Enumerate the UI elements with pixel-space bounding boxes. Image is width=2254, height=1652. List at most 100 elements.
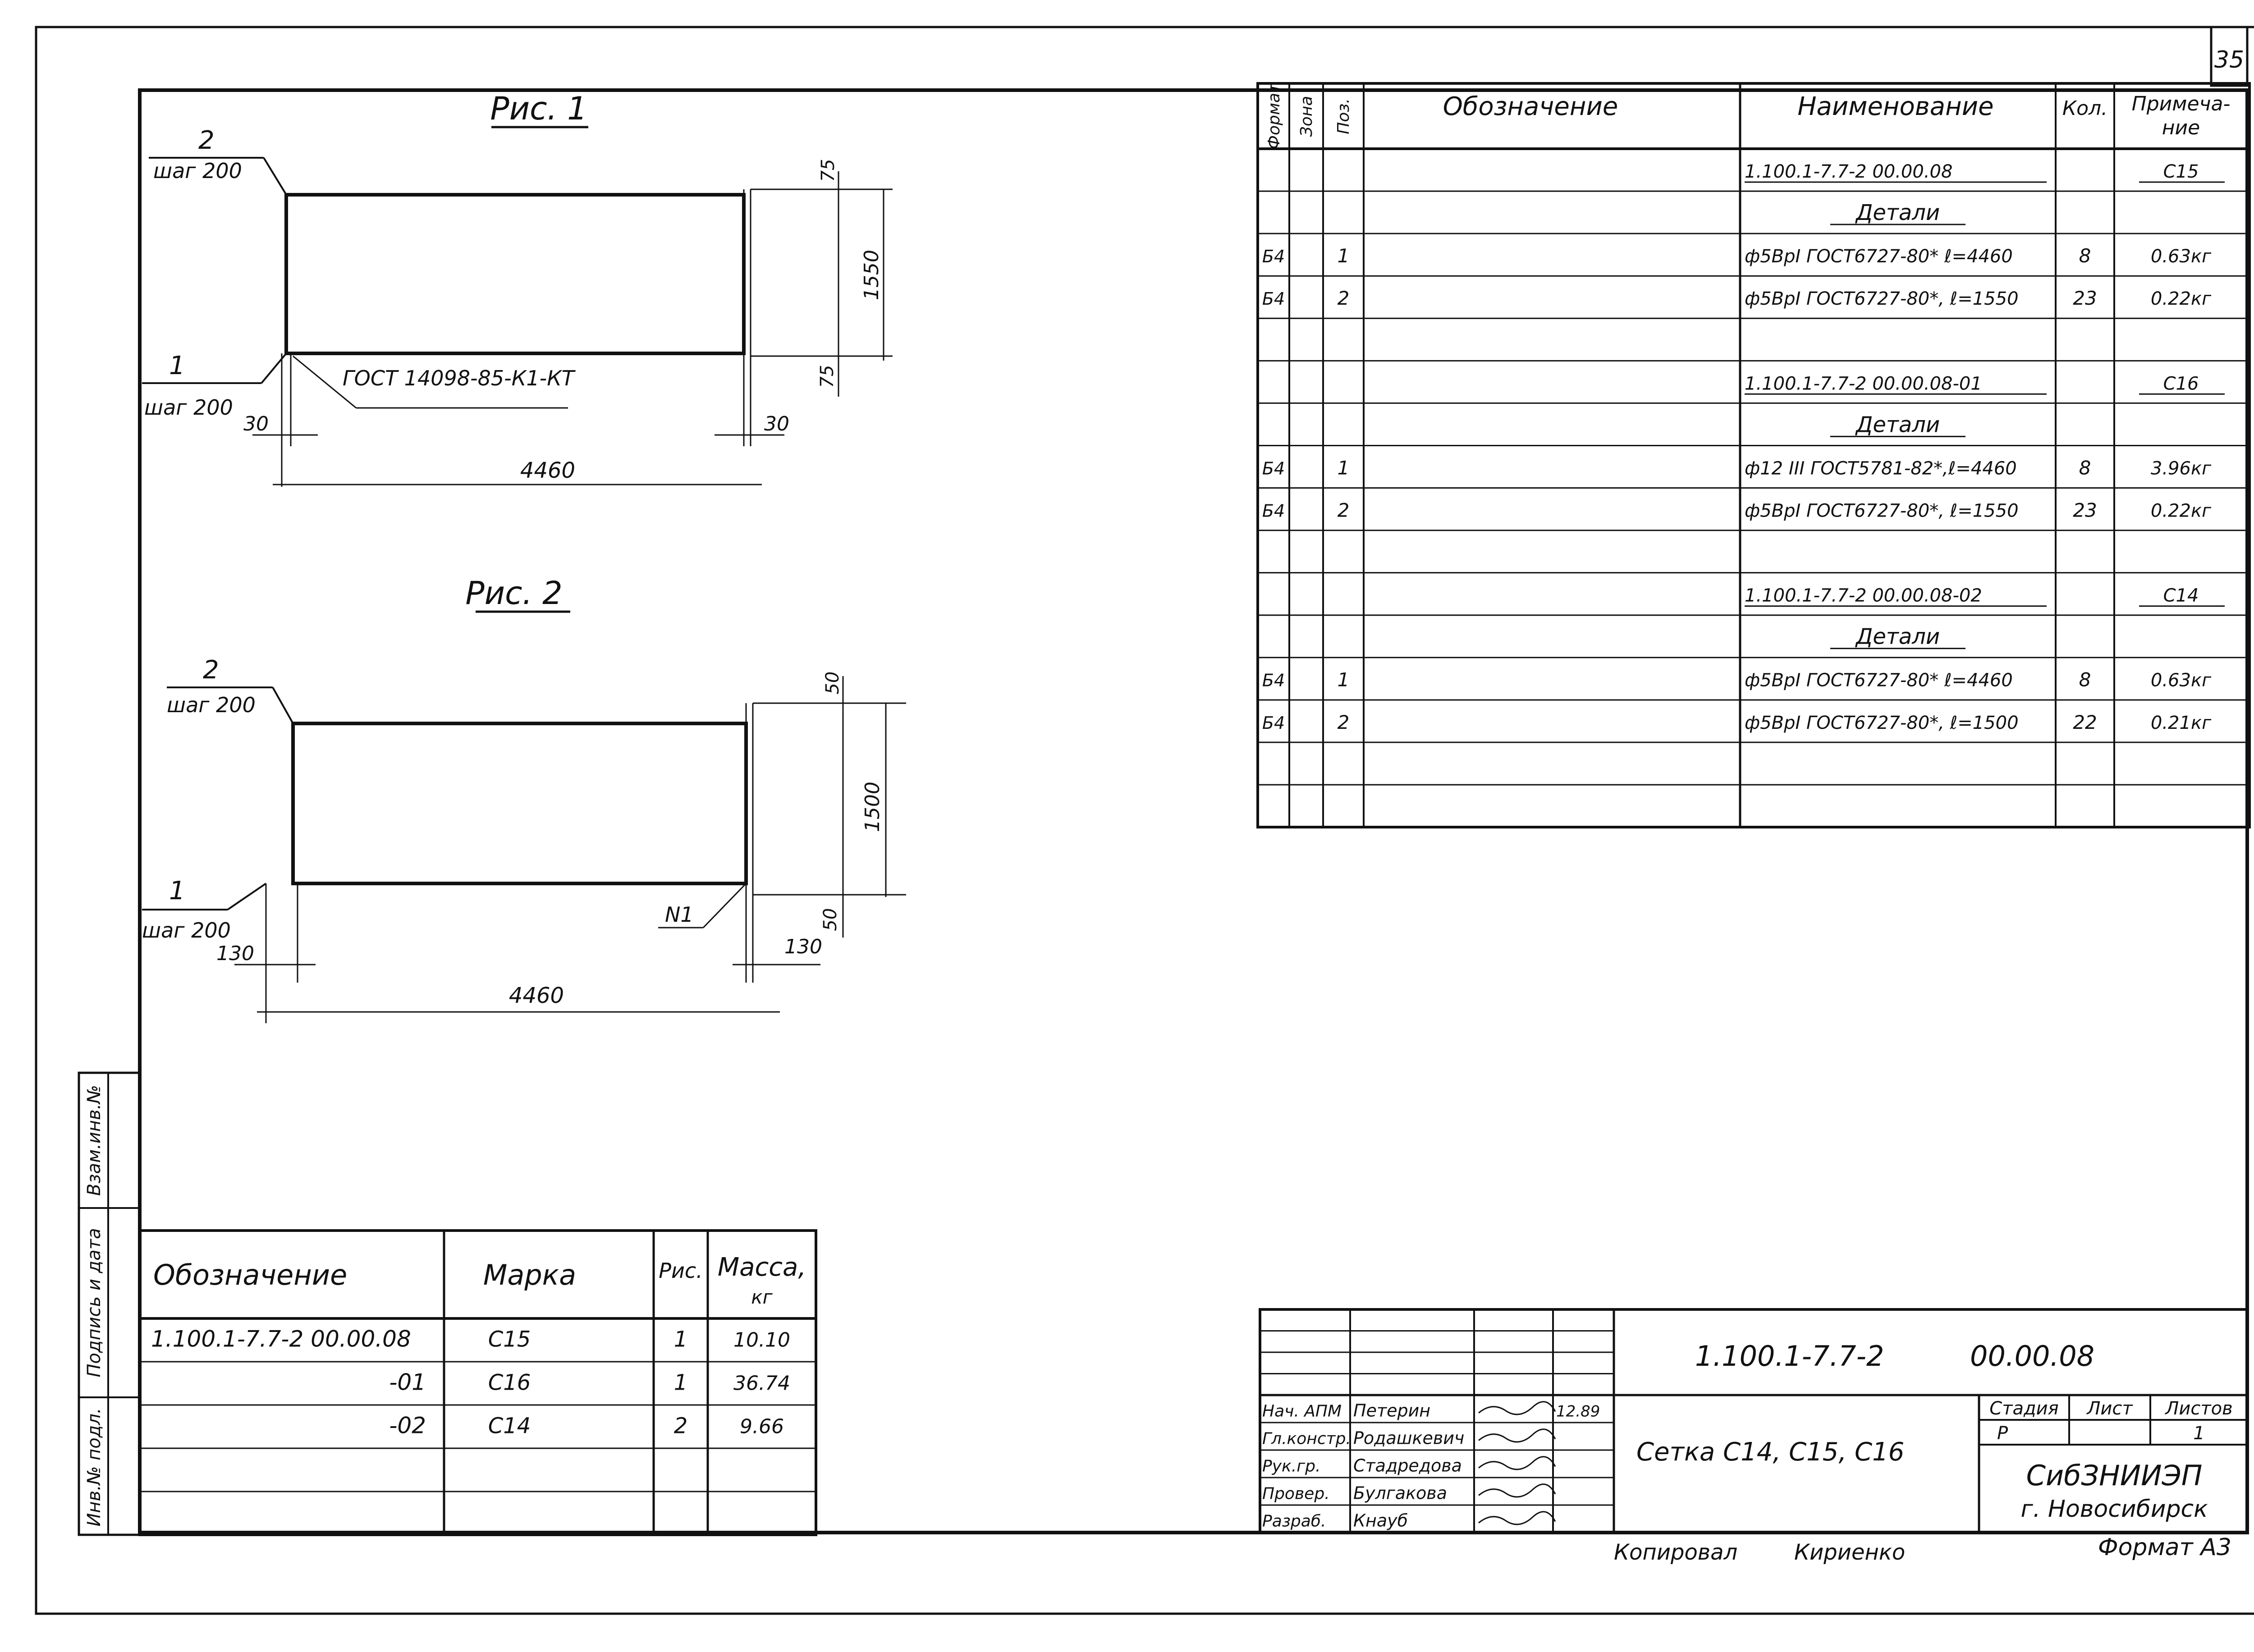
marks-header-designation: Обозначение [153,1258,347,1291]
spec-cell-note: 0.63кг [2151,246,2212,267]
fig1-callout-top-step: шаг 200 [153,159,242,183]
fig1-dim-height: 1550 [860,250,883,300]
fig2-mesh [291,722,748,885]
figure-2: Рис. 2 2 шаг 200 1 шаг 200 N1 50 1500 50… [142,575,906,1023]
signature [1478,1401,1556,1415]
fig1-mesh [284,193,746,355]
marks-cell-designation: -02 [389,1412,426,1438]
spec-cell-fmt: Б4 [1262,713,1285,733]
footer-copied-label: Копировал [1614,1540,1737,1565]
fig2-dim-right: 130 [784,935,822,958]
marks-cell-mark: С16 [488,1370,531,1395]
signature [1478,1456,1556,1470]
fig2-dim-left: 130 [216,942,254,965]
signature [1478,1511,1556,1525]
spec-cell-qty: 22 [2073,711,2097,733]
side-stamp-signature: Подпись и дата [84,1228,105,1377]
marks-cell-fig: 1 [674,1370,688,1395]
inner-frame [138,88,2249,1534]
spec-cell-name: 1.100.1-7.7-2 00.00.08-02 [1745,586,1982,606]
marks-header-mark: Марка [483,1258,576,1291]
marks-cell-designation: -01 [389,1369,426,1395]
fig1-callout-bot-step: шаг 200 [144,395,233,420]
fig2-callout-bot-step: шаг 200 [142,918,231,943]
spec-cell-name: 1.100.1-7.7-2 00.00.08 [1745,161,1952,182]
spec-cell-name: ф5ВрI ГОСТ6727-80* ℓ=4460 [1745,246,2013,267]
tb-org: СибЗНИИЭП [2026,1459,2203,1492]
spec-cell-note: 0.22кг [2151,288,2212,309]
fig1-callout-top-num: 2 [198,126,215,155]
footer-copied-by: Кириенко [1794,1540,1905,1565]
title-block: 1.100.1-7.7-2 00.00.08 Сетка С14, С15, С… [1259,1308,2249,1534]
spec-cell-fmt: Б4 [1262,247,1285,266]
spec-header-designation: Обозначение [1443,92,1618,121]
spec-cell-pos: 2 [1338,711,1350,733]
spec-cell-note: 0.21кг [2151,713,2212,733]
fig2-dim-height: 1500 [861,782,884,832]
spec-cell-name: ф12 III ГОСТ5781-82*,ℓ=4460 [1745,458,2017,479]
spec-header-name: Наименование [1797,92,1993,121]
tb-sheets-label: Листов [2164,1398,2232,1419]
tb-role: Разраб. [1262,1512,1326,1531]
figure-1: Рис. 1 2 шаг 200 1 шаг 200 ГОСТ 14098-85… [142,90,893,487]
spec-cell-note: С15 [2163,161,2199,182]
marks-cell-mark: С15 [488,1327,531,1352]
fig1-weld-note: ГОСТ 14098-85-К1-КТ [343,366,576,390]
spec-header-zone: Зона [1297,96,1316,137]
spec-cell-note: 3.96кг [2151,458,2212,479]
spec-cell-qty: 8 [2079,457,2091,479]
spec-cell-name: Детали [1855,624,1940,650]
specification-table: Формат Зона Поз. Обозначение Наименовани… [1256,82,2251,828]
fig2-callout-top-step: шаг 200 [167,693,256,717]
spec-cell-note: 0.63кг [2151,670,2212,691]
footer-format: Формат А3 [2098,1534,2231,1561]
fig2-callout-bot-num: 1 [169,876,185,906]
spec-cell-note: С14 [2163,586,2199,606]
spec-cell-qty: 8 [2079,669,2091,691]
spec-cell-name: 1.100.1-7.7-2 00.00.08-01 [1745,373,1982,394]
spec-cell-qty: 8 [2079,245,2091,267]
spec-cell-fmt: Б4 [1262,501,1285,521]
fig1-callout-bot-num: 1 [169,351,185,380]
tb-title: Сетка С14, С15, С16 [1636,1437,1904,1467]
tb-role: Нач. АПМ [1262,1402,1342,1421]
spec-cell-pos: 1 [1338,457,1350,479]
signature [1478,1428,1556,1443]
tb-person: Стадредова [1353,1456,1462,1476]
spec-cell-name: ф5ВрI ГОСТ6727-80*, ℓ=1550 [1745,288,2019,309]
tb-date: 12.89 [1556,1403,1600,1421]
outer-border [35,26,2254,1615]
marks-header-mass: Масса, [718,1253,806,1282]
spec-cell-pos: 2 [1338,287,1350,309]
spec-cell-pos: 1 [1338,245,1350,267]
marks-cell-mass: 36.74 [733,1372,790,1395]
marks-cell-fig: 1 [674,1327,688,1352]
spec-cell-qty: 23 [2073,287,2097,309]
spec-cell-note: С16 [2163,373,2199,394]
tb-role: Провер. [1262,1485,1330,1503]
fig2-dim-top: 50 [822,672,843,695]
tb-sheets: 1 [2193,1423,2204,1444]
tb-doc-code-2: 00.00.08 [1970,1340,2094,1373]
spec-cell-qty: 23 [2073,499,2097,521]
side-stamp: Инв.№ подл. Подпись и дата Взам.инв.№ [78,1071,141,1536]
fig1-title: Рис. 1 [490,90,587,127]
spec-cell-fmt: Б4 [1262,289,1285,309]
spec-header-format: Формат [1265,83,1283,149]
marks-cell-mass: 9.66 [740,1415,784,1438]
signature [1478,1483,1556,1498]
spec-cell-name: ф5ВрI ГОСТ6727-80*, ℓ=1500 [1745,713,2019,733]
marks-cell-designation: 1.100.1-7.7-2 00.00.08 [151,1326,411,1352]
fig1-dim-right: 30 [764,412,789,435]
fig1-dim-length: 4460 [520,458,575,483]
marks-cell-fig: 2 [674,1413,688,1438]
tb-role: Гл.констр. [1262,1430,1351,1448]
marks-table: Обозначение Марка Рис. Масса, кг 1.100.1… [138,1229,817,1536]
tb-person: Булгакова [1353,1483,1447,1503]
fig1-dim-bottom: 75 [817,365,838,388]
spec-header-qty: Кол. [2062,97,2107,120]
